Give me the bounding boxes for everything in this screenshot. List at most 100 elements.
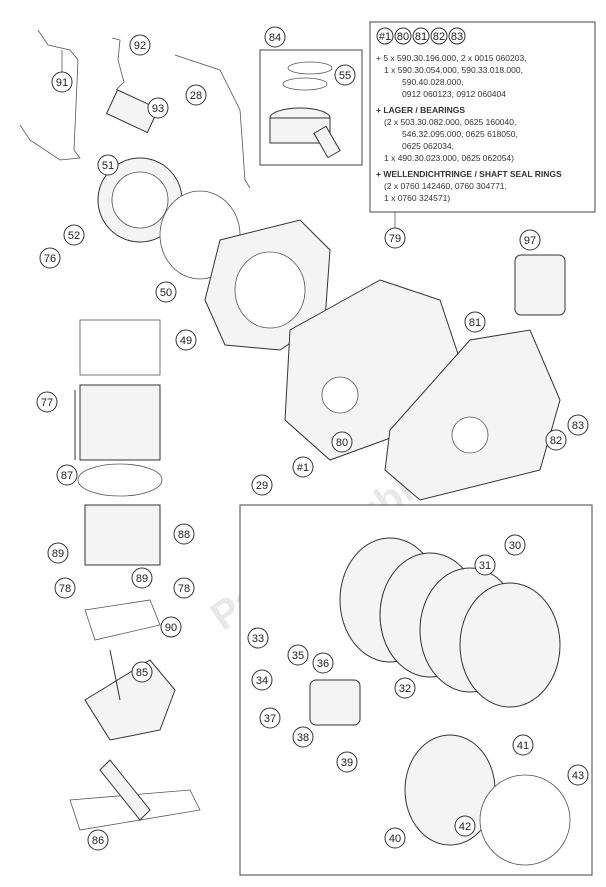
- info-line: 1 x 590.30.054.000, 590.33.018.000,: [384, 65, 523, 75]
- callout-31: 31: [474, 554, 496, 576]
- svg-text:33: 33: [252, 633, 264, 645]
- callout-33: 33: [247, 627, 269, 649]
- svg-text:39: 39: [341, 757, 353, 769]
- ring-part-1: [287, 61, 333, 75]
- svg-text:92: 92: [134, 40, 146, 52]
- info-box-frame: [369, 21, 596, 213]
- callout-28: 28: [185, 84, 207, 106]
- crankcase-bore-left: [321, 376, 359, 414]
- svg-text:77: 77: [41, 397, 53, 409]
- callout-79: 79: [384, 227, 406, 249]
- svg-text:93: 93: [152, 103, 164, 115]
- callout-92: 92: [129, 34, 151, 56]
- svg-text:42: 42: [459, 821, 471, 833]
- svg-text:82: 82: [433, 31, 445, 43]
- cable-part: [174, 54, 251, 189]
- svg-text:37: 37: [264, 713, 276, 725]
- callout-42: 42: [454, 815, 476, 837]
- svg-text:90: 90: [165, 622, 177, 634]
- svg-text:80: 80: [336, 437, 348, 449]
- svg-text:86: 86: [92, 835, 104, 847]
- cylinder: [84, 504, 161, 566]
- parts-illustrations: [19, 29, 593, 876]
- callout-84: 84: [264, 26, 286, 48]
- crankshaft-part: [84, 659, 176, 741]
- svg-text:29: 29: [256, 480, 268, 492]
- callout-52: 52: [63, 224, 85, 246]
- clutch-hub: [309, 679, 361, 726]
- conrod-part: [109, 649, 121, 701]
- callout-93: 93: [147, 97, 169, 119]
- callout-77: 77: [36, 391, 58, 413]
- ring-part-2: [282, 77, 328, 91]
- callout-29: 29: [251, 474, 273, 496]
- callout-85: 85: [131, 661, 153, 683]
- info-line: 0912 060123, 0912 060404: [402, 89, 506, 99]
- callout-36: 36: [312, 652, 334, 674]
- callouts: 91 92 93 28 84 55 51 52 50 76 49 97 81 7…: [36, 26, 589, 851]
- svg-text:87: 87: [61, 470, 73, 482]
- chain-part: [111, 37, 125, 91]
- svg-text:82: 82: [550, 435, 562, 447]
- callout-51: 51: [97, 154, 119, 176]
- callout-78-left: 78: [54, 577, 76, 599]
- svg-text:35: 35: [292, 650, 304, 662]
- svg-text:89: 89: [52, 548, 64, 560]
- callout-89-right: 89: [131, 567, 153, 589]
- ring-compressor-part: [514, 254, 566, 316]
- info-header-callouts: #1 80 81 82 83: [376, 27, 466, 45]
- crankcase-bore-right: [451, 416, 489, 454]
- svg-text:50: 50: [160, 287, 172, 299]
- callout-38: 38: [292, 726, 314, 748]
- cylinder-head-upper: [79, 319, 161, 376]
- bearings-line: (2 x 503.30.082.000, 0625 160040,: [384, 117, 516, 127]
- callout-55: 55: [334, 64, 356, 86]
- callout-35: 35: [287, 644, 309, 666]
- svg-text:40: 40: [389, 833, 401, 845]
- svg-text:#1: #1: [297, 462, 309, 474]
- info-box: #1 80 81 82 83 + 5 x 590.30.196.000, 2 x…: [369, 21, 596, 249]
- svg-text:76: 76: [44, 253, 56, 265]
- svg-text:89: 89: [136, 573, 148, 585]
- bearings-line: 546.32.095.000, 0625 618050,: [402, 129, 518, 139]
- svg-text:88: 88: [178, 529, 190, 541]
- svg-text:#1: #1: [379, 31, 391, 43]
- svg-text:49: 49: [180, 335, 192, 347]
- callout-90: 90: [160, 616, 182, 638]
- svg-text:83: 83: [572, 420, 584, 432]
- callout-78-right: 78: [173, 577, 195, 599]
- pressure-plate: [479, 774, 571, 866]
- svg-text:36: 36: [317, 658, 329, 670]
- svg-text:81: 81: [415, 31, 427, 43]
- svg-text:41: 41: [517, 740, 529, 752]
- seals-line: (2 x 0760 142460, 0760 304771,: [384, 181, 507, 191]
- callout-76: 76: [39, 247, 61, 269]
- callout-86: 86: [87, 829, 109, 851]
- svg-text:43: 43: [572, 770, 584, 782]
- bearings-line: 1 x 490.30.023.000, 0625 062054): [384, 153, 514, 163]
- svg-text:51: 51: [102, 160, 114, 172]
- callout-91: 91: [51, 50, 73, 93]
- svg-text:91: 91: [56, 77, 68, 89]
- svg-text:28: 28: [190, 90, 202, 102]
- svg-text:80: 80: [397, 31, 409, 43]
- callout-1: #1: [292, 456, 314, 478]
- svg-text:83: 83: [451, 31, 463, 43]
- info-line: + 5 x 590.30.196.000, 2 x 0015 060203,: [376, 53, 527, 63]
- callout-82: 82: [545, 429, 567, 451]
- callout-30: 30: [504, 534, 526, 556]
- clutch-plate-4: [459, 582, 561, 708]
- info-line: 590.40.028.000,: [402, 77, 463, 87]
- svg-text:97: 97: [524, 235, 536, 247]
- svg-text:38: 38: [297, 732, 309, 744]
- callout-81: 81: [464, 311, 486, 333]
- svg-text:78: 78: [59, 583, 71, 595]
- head-gasket: [77, 463, 163, 497]
- callout-41: 41: [512, 734, 534, 756]
- callout-43: 43: [567, 764, 589, 786]
- bearings-line: 0625 062034,: [402, 141, 454, 151]
- seals-title: + WELLENDICHTRINGE / SHAFT SEAL RINGS: [376, 169, 562, 179]
- piston-pin: [313, 125, 341, 159]
- base-gasket: [84, 599, 161, 641]
- svg-text:78: 78: [178, 583, 190, 595]
